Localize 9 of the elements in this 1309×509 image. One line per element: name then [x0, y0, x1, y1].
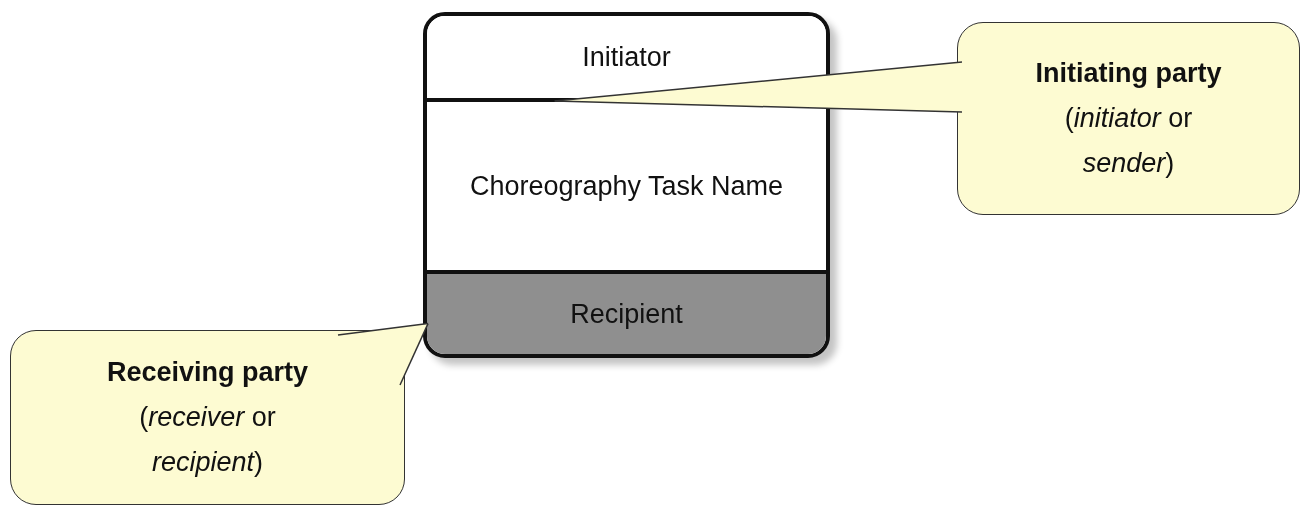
task-name-band: Choreography Task Name	[427, 102, 826, 274]
callout-heading: Initiating party	[1035, 57, 1222, 90]
callout-heading: Receiving party	[106, 356, 309, 389]
callout-bubble	[10, 330, 405, 505]
callout-text: (receiver or recipient)	[138, 401, 277, 479]
choreography-task-box	[423, 12, 830, 358]
callout-bubble	[957, 22, 1300, 215]
participant-band: Recipient	[427, 274, 826, 354]
callout-text: (initiator or sender)	[1063, 102, 1194, 180]
